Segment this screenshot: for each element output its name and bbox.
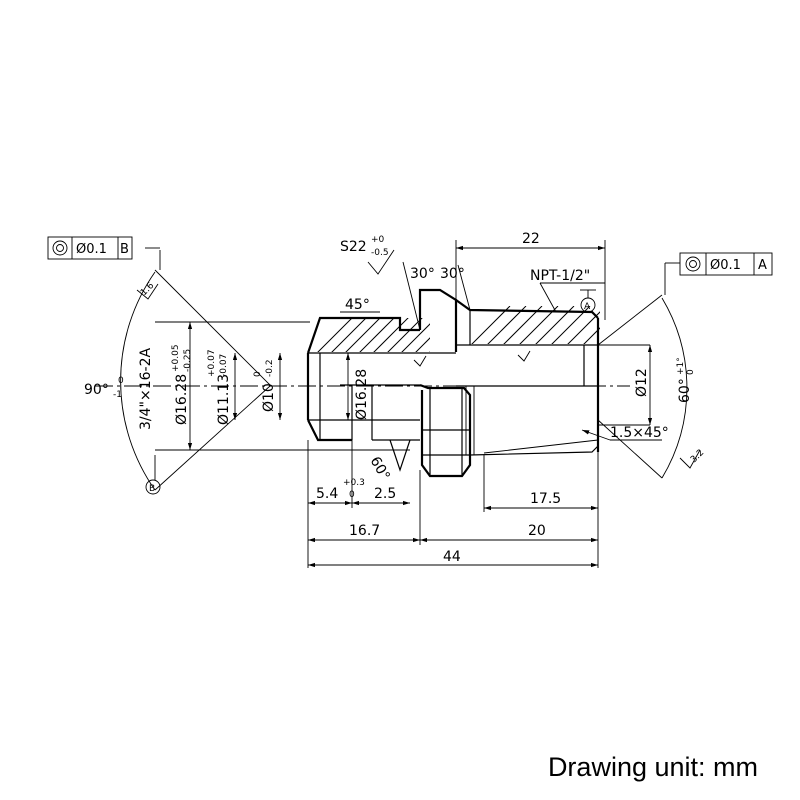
right-construction	[597, 262, 688, 479]
svg-text:B: B	[149, 484, 155, 494]
frame-left-tolerance: Ø0.1	[76, 242, 107, 257]
frame-right-datum: A	[758, 258, 767, 273]
dimension-labels: 22 S22 +0 -0.5 30° 30° 45° NPT-1/2" 90° …	[84, 231, 696, 565]
chamfer: 1.5×45°	[610, 425, 669, 441]
hex-body	[418, 288, 472, 478]
datum-marker-b: B	[145, 479, 161, 495]
dia-10: Ø10	[261, 383, 277, 412]
roughness-left: 1.6	[139, 281, 156, 298]
thread-left: 3/4"×16-2A	[138, 348, 154, 430]
dim-44: 44	[443, 549, 461, 565]
angle-60-inner: 60°	[367, 454, 393, 484]
svg-text:+1°: +1°	[676, 357, 686, 375]
feature-frame-left: Ø0.1 B	[47, 236, 133, 260]
dia-16-28-tol: Ø16.28	[174, 374, 190, 425]
thread-npt: NPT-1/2"	[530, 268, 590, 284]
angle-45: 45°	[345, 297, 370, 313]
svg-text:+0: +0	[371, 235, 385, 245]
left-hatch	[317, 318, 430, 352]
svg-text:-0.25: -0.25	[183, 349, 193, 372]
svg-text:-0.07: -0.07	[219, 354, 229, 377]
dia-11-13: Ø11.13	[216, 374, 232, 425]
frame-right-tolerance: Ø0.1	[710, 258, 741, 273]
angle-30-b: 30°	[440, 266, 465, 282]
hex-size: S22	[340, 239, 367, 255]
dim-16-7: 16.7	[349, 523, 380, 539]
frame-left-datum: B	[120, 242, 129, 257]
svg-text:0: 0	[118, 376, 124, 386]
svg-text:0: 0	[253, 371, 263, 377]
angle-30-a: 30°	[410, 266, 435, 282]
svg-text:-0.5: -0.5	[371, 248, 389, 258]
dim-20: 20	[528, 523, 546, 539]
svg-text:+0.07: +0.07	[207, 349, 217, 377]
right-spigot	[455, 299, 600, 456]
angle-90: 90°	[84, 382, 109, 398]
svg-text:A: A	[584, 302, 591, 312]
angle-60-right: 60°	[677, 378, 693, 403]
svg-text:-1: -1	[113, 390, 122, 400]
dim-5-4: 5.4	[316, 486, 338, 502]
roughness-right: 3.2	[689, 448, 706, 465]
dim-2-5: 2.5	[374, 486, 396, 502]
svg-text:+0.05: +0.05	[171, 344, 181, 372]
dia-12: Ø12	[634, 368, 650, 397]
datum-marker-a: A	[580, 289, 596, 313]
dim-22: 22	[522, 231, 540, 247]
svg-text:0: 0	[349, 490, 355, 500]
dia-16-28: Ø16.28	[354, 369, 370, 420]
unit-note: Drawing unit: mm	[547, 752, 758, 782]
left-spigot	[306, 316, 456, 472]
left-construction	[120, 247, 410, 491]
right-hatch	[471, 306, 600, 344]
feature-frame-right: Ø0.1 A	[679, 252, 773, 276]
dimension-lines	[187, 240, 662, 568]
svg-text:-0.2: -0.2	[265, 359, 275, 377]
svg-text:0: 0	[686, 369, 696, 375]
dim-17-5: 17.5	[530, 491, 561, 507]
svg-text:+0.3: +0.3	[343, 478, 365, 488]
